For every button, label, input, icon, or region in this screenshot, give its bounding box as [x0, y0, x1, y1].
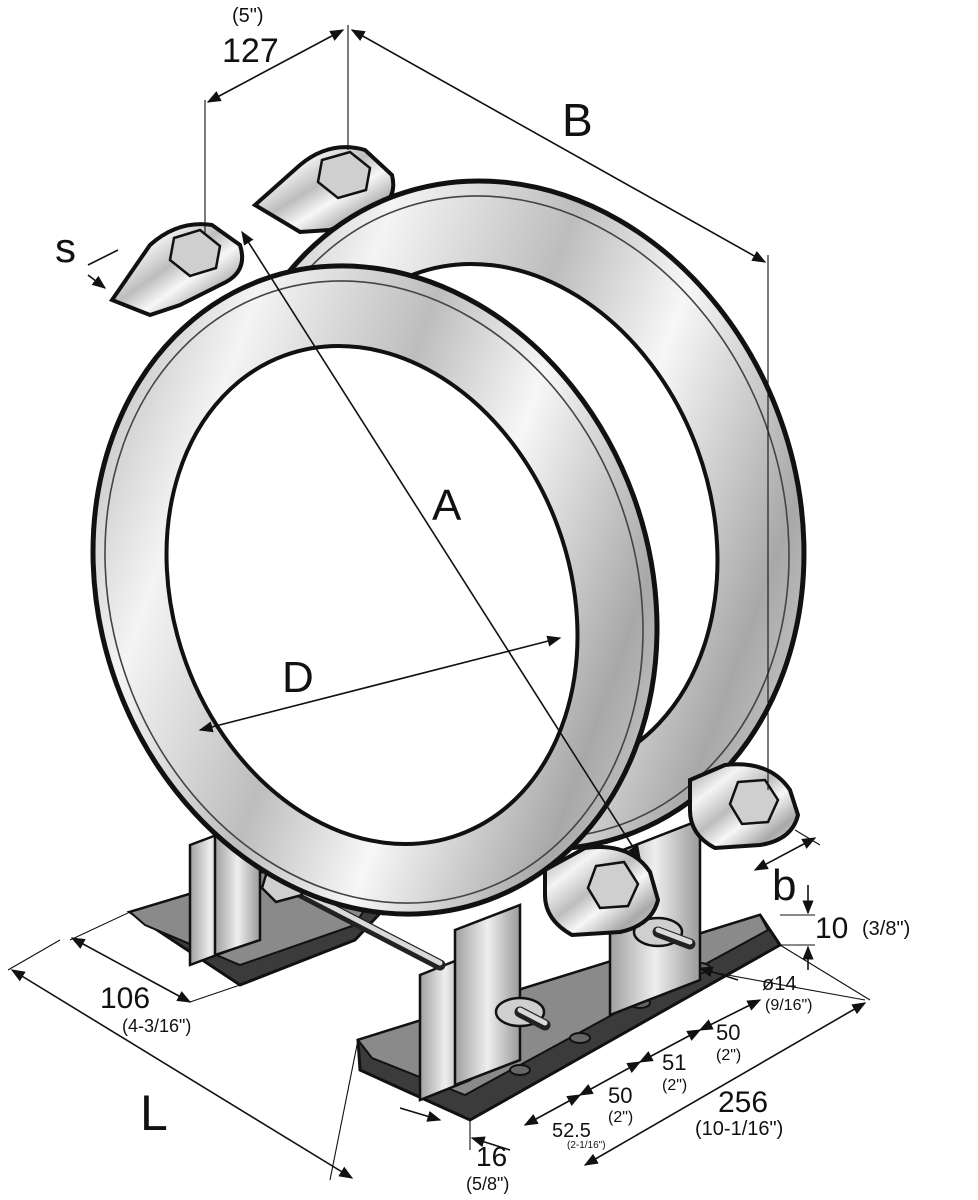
- dim-127-label: 127: [222, 32, 279, 70]
- dim-a-label: A: [432, 481, 462, 530]
- dim-10-label: 10: [815, 912, 848, 945]
- dim-52-label: 52.5: [552, 1120, 591, 1142]
- dim-127-in-label: (5"): [232, 5, 264, 27]
- dim-51-in-label: (2"): [662, 1077, 687, 1094]
- bolt-head-icon: [586, 860, 640, 910]
- dim-10-in-label: (3/8"): [862, 918, 910, 940]
- dim-l-label: L: [140, 1085, 168, 1141]
- dim-106-in-label: (4-3/16"): [122, 1016, 191, 1036]
- dim-256-in-label: (10-1/16"): [695, 1118, 783, 1140]
- dim-16-in-label: (5/8"): [466, 1174, 509, 1194]
- hole-diameter-label: ø14: [762, 973, 796, 995]
- dim-50b-in-label: (2"): [608, 1109, 633, 1126]
- dimension-lines: [7, 25, 871, 1181]
- dim-s-label: s: [55, 224, 76, 271]
- dim-51-label: 51: [662, 1050, 686, 1075]
- dim-52-in-label: (2-1/16"): [567, 1140, 606, 1151]
- dim-d-label: D: [282, 653, 314, 702]
- dim-b-lower-label: b: [772, 861, 796, 910]
- anchor-bolt-1: [494, 996, 551, 1031]
- dim-b-upper-label: B: [562, 94, 593, 146]
- dim-50a-label: 50: [716, 1020, 740, 1045]
- slot-hole-2: [569, 1032, 591, 1044]
- dimension-labels: (5") 127 B s A D b 10 (3/8") ø14 (9/16")…: [55, 5, 910, 1194]
- anchor-bolt-2: [632, 916, 696, 950]
- hole-diameter-in-label: (9/16"): [765, 997, 812, 1014]
- dim-106-label: 106: [100, 982, 150, 1015]
- bolt-head-icon: [168, 228, 222, 278]
- dim-50a-in-label: (2"): [716, 1047, 741, 1064]
- bolt-head-icon: [728, 778, 780, 826]
- dim-50b-label: 50: [608, 1083, 632, 1108]
- slot-hole-1: [509, 1064, 531, 1076]
- dim-256-label: 256: [718, 1086, 768, 1119]
- dim-16-label: 16: [476, 1141, 507, 1172]
